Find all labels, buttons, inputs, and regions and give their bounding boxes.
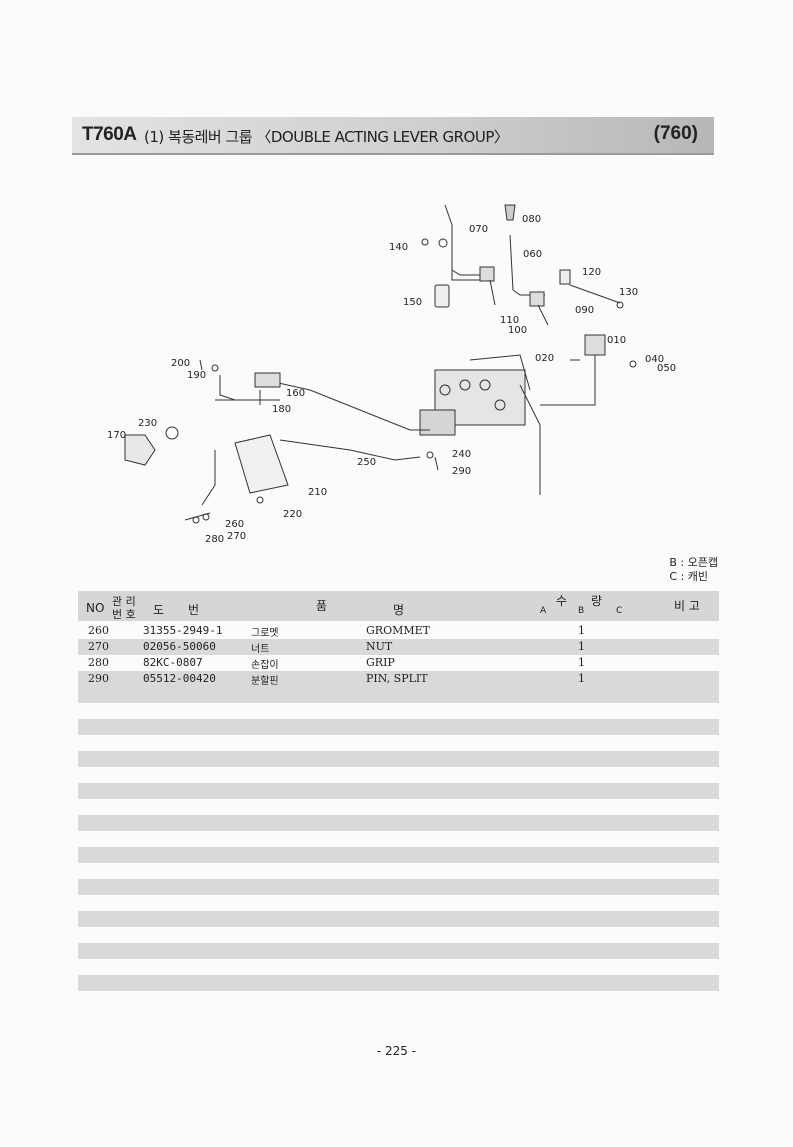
header-no: NO	[86, 601, 105, 615]
page-number: - 225 -	[376, 1044, 417, 1058]
empty-table-row	[78, 943, 719, 959]
cell-korean-name: 분할핀	[251, 676, 279, 687]
empty-table-row	[78, 703, 719, 719]
legend-c: C : 캐빈	[669, 570, 709, 583]
svg-text:190: 190	[187, 370, 206, 381]
table-header: NO 관 리 번 호 도 번 품 명 수 량 A B C 비 고	[78, 591, 719, 621]
header-qty-a: A	[540, 606, 547, 616]
svg-text:020: 020	[535, 353, 554, 364]
svg-text:220: 220	[283, 509, 302, 520]
cell-part-number: 05512-00420	[143, 672, 216, 685]
svg-text:070: 070	[469, 224, 488, 235]
svg-text:200: 200	[171, 358, 190, 369]
title-bar: T760A (1) 복동레버 그룹 〈DOUBLE ACTING LEVER G…	[72, 117, 714, 153]
group-code: (760)	[653, 123, 698, 144]
empty-table-row	[78, 895, 719, 911]
header-name-left: 품	[316, 599, 328, 613]
cell-no: 270	[88, 640, 109, 653]
svg-text:270: 270	[227, 531, 246, 542]
cell-english-name: NUT	[366, 640, 393, 653]
header-drawing: 도 번	[153, 603, 200, 617]
svg-text:160: 160	[286, 388, 305, 399]
empty-table-row	[78, 927, 719, 943]
svg-text:050: 050	[657, 363, 676, 374]
svg-text:060: 060	[523, 249, 542, 260]
cell-korean-name: 너트	[251, 644, 270, 655]
empty-table-row	[78, 991, 719, 1007]
empty-table-row	[78, 735, 719, 751]
header-qty: 수 량	[556, 594, 603, 608]
empty-table-row	[78, 847, 719, 863]
empty-table-row	[78, 831, 719, 847]
svg-text:240: 240	[452, 449, 471, 460]
empty-table-row	[78, 863, 719, 879]
table-row: 260 31355-2949-1 그로멧 GROMMET 1	[78, 623, 719, 639]
empty-table-row	[78, 767, 719, 783]
empty-table-row	[78, 879, 719, 895]
empty-table-row	[78, 959, 719, 975]
parts-diagram: 010 020 040 050 060 070 080 090 100 110 …	[107, 204, 676, 545]
empty-table-row	[78, 719, 719, 735]
cell-korean-name: 손잡이	[251, 660, 279, 671]
svg-text:080: 080	[522, 214, 541, 225]
svg-text:120: 120	[582, 267, 601, 278]
empty-table-row	[78, 975, 719, 991]
cell-no: 280	[88, 656, 109, 669]
cell-part-number: 82KC-0807	[143, 656, 203, 669]
svg-text:100: 100	[508, 325, 527, 336]
header-remarks: 비 고	[674, 599, 700, 613]
cell-no: 260	[88, 624, 109, 637]
svg-text:180: 180	[272, 404, 291, 415]
table-row: 280 82KC-0807 손잡이 GRIP 1	[78, 655, 719, 671]
header-mgmt-1: 관 리	[112, 595, 136, 608]
parts-table: 260 31355-2949-1 그로멧 GROMMET 1 270 02056…	[78, 623, 719, 1007]
table-row: 270 02056-50060 너트 NUT 1	[78, 639, 719, 655]
svg-text:260: 260	[225, 519, 244, 530]
empty-table-row	[78, 911, 719, 927]
legend-b: B : 오픈캡	[669, 556, 718, 569]
svg-text:280: 280	[205, 534, 224, 545]
cell-part-number: 02056-50060	[143, 640, 216, 653]
svg-text:130: 130	[619, 287, 638, 298]
table-row: 290 05512-00420 분할핀 PIN, SPLIT 1	[78, 671, 719, 687]
cell-qty-b: 1	[578, 656, 585, 669]
empty-rows	[78, 687, 719, 1007]
svg-text:110: 110	[500, 315, 519, 326]
svg-text:040: 040	[645, 354, 664, 365]
svg-text:170: 170	[107, 430, 126, 441]
empty-table-row	[78, 799, 719, 815]
svg-text:250: 250	[357, 457, 376, 468]
svg-text:090: 090	[575, 305, 594, 316]
cell-qty-b: 1	[578, 624, 585, 637]
header-qty-b: B	[578, 606, 585, 616]
empty-table-row	[78, 815, 719, 831]
cell-qty-b: 1	[578, 640, 585, 653]
svg-text:010: 010	[607, 335, 626, 346]
cell-part-number: 31355-2949-1	[143, 624, 223, 637]
cell-english-name: PIN, SPLIT	[366, 672, 428, 685]
cell-no: 290	[88, 672, 109, 685]
cell-english-name: GRIP	[366, 656, 395, 669]
empty-table-row	[78, 783, 719, 799]
cell-korean-name: 그로멧	[251, 628, 279, 639]
svg-text:150: 150	[403, 297, 422, 308]
header-mgmt-2: 번 호	[112, 608, 136, 621]
svg-text:140: 140	[389, 242, 408, 253]
legend: B : 오픈캡 C : 캐빈	[669, 556, 718, 584]
svg-text:290: 290	[452, 466, 471, 477]
model-name: T760A	[82, 124, 137, 145]
cell-qty-b: 1	[578, 672, 585, 685]
header-qty-c: C	[616, 606, 623, 616]
group-title: (1) 복동레버 그룹 〈DOUBLE ACTING LEVER GROUP〉	[144, 128, 509, 146]
empty-table-row	[78, 751, 719, 767]
svg-text:230: 230	[138, 418, 157, 429]
header-name-right: 명	[393, 603, 405, 617]
empty-table-row	[78, 687, 719, 703]
cell-english-name: GROMMET	[366, 624, 430, 637]
svg-text:210: 210	[308, 487, 327, 498]
